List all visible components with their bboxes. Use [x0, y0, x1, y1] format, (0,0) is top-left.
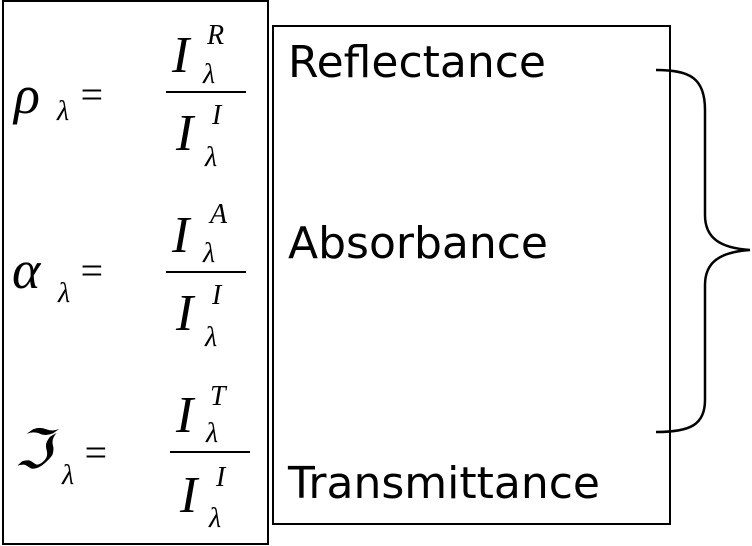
equals-sign: =: [82, 430, 109, 475]
denominator-intensity: I: [175, 285, 196, 342]
absorbance-symbol: α: [12, 240, 42, 300]
denominator-superscript: I: [211, 280, 223, 311]
transmittance-label: Transmittance: [287, 458, 600, 509]
curly-brace: [655, 68, 751, 434]
absorbance-symbol-subscript: λ: [57, 278, 70, 309]
denominator-subscript: λ: [204, 142, 217, 173]
denominator-superscript: I: [215, 462, 227, 493]
numerator-intensity: I: [171, 207, 192, 264]
equals-sign: =: [78, 72, 105, 117]
denominator-superscript: I: [211, 100, 223, 131]
numerator-superscript: A: [208, 199, 228, 230]
reflectance-label: Reflectance: [288, 37, 546, 88]
reflectance-symbol: ρ: [12, 65, 40, 125]
reflectance-equation: ρ λ = I R λ I I λ: [12, 20, 246, 173]
numerator-intensity: I: [175, 387, 196, 444]
denominator-subscript: λ: [204, 322, 217, 353]
transmittance-symbol-subscript: λ: [61, 460, 74, 491]
absorbance-equation: α λ = I A λ I I λ: [12, 199, 246, 353]
transmittance-symbol: ℑ: [14, 420, 60, 480]
numerator-superscript: R: [206, 20, 224, 51]
denominator-subscript: λ: [208, 503, 221, 534]
labels-box: [272, 25, 671, 525]
numerator-subscript: λ: [202, 238, 215, 269]
denominator-intensity: I: [179, 467, 200, 524]
numerator-intensity: I: [171, 27, 192, 84]
equations-box: [2, 0, 269, 545]
reflectance-symbol-subscript: λ: [56, 96, 69, 127]
equals-sign: =: [78, 248, 105, 293]
absorbance-label: Absorbance: [288, 218, 548, 269]
denominator-intensity: I: [175, 105, 196, 162]
transmittance-equation: ℑ λ = I T λ I I λ: [14, 381, 250, 534]
numerator-superscript: T: [210, 381, 228, 412]
numerator-subscript: λ: [205, 418, 218, 449]
numerator-subscript: λ: [202, 59, 215, 90]
